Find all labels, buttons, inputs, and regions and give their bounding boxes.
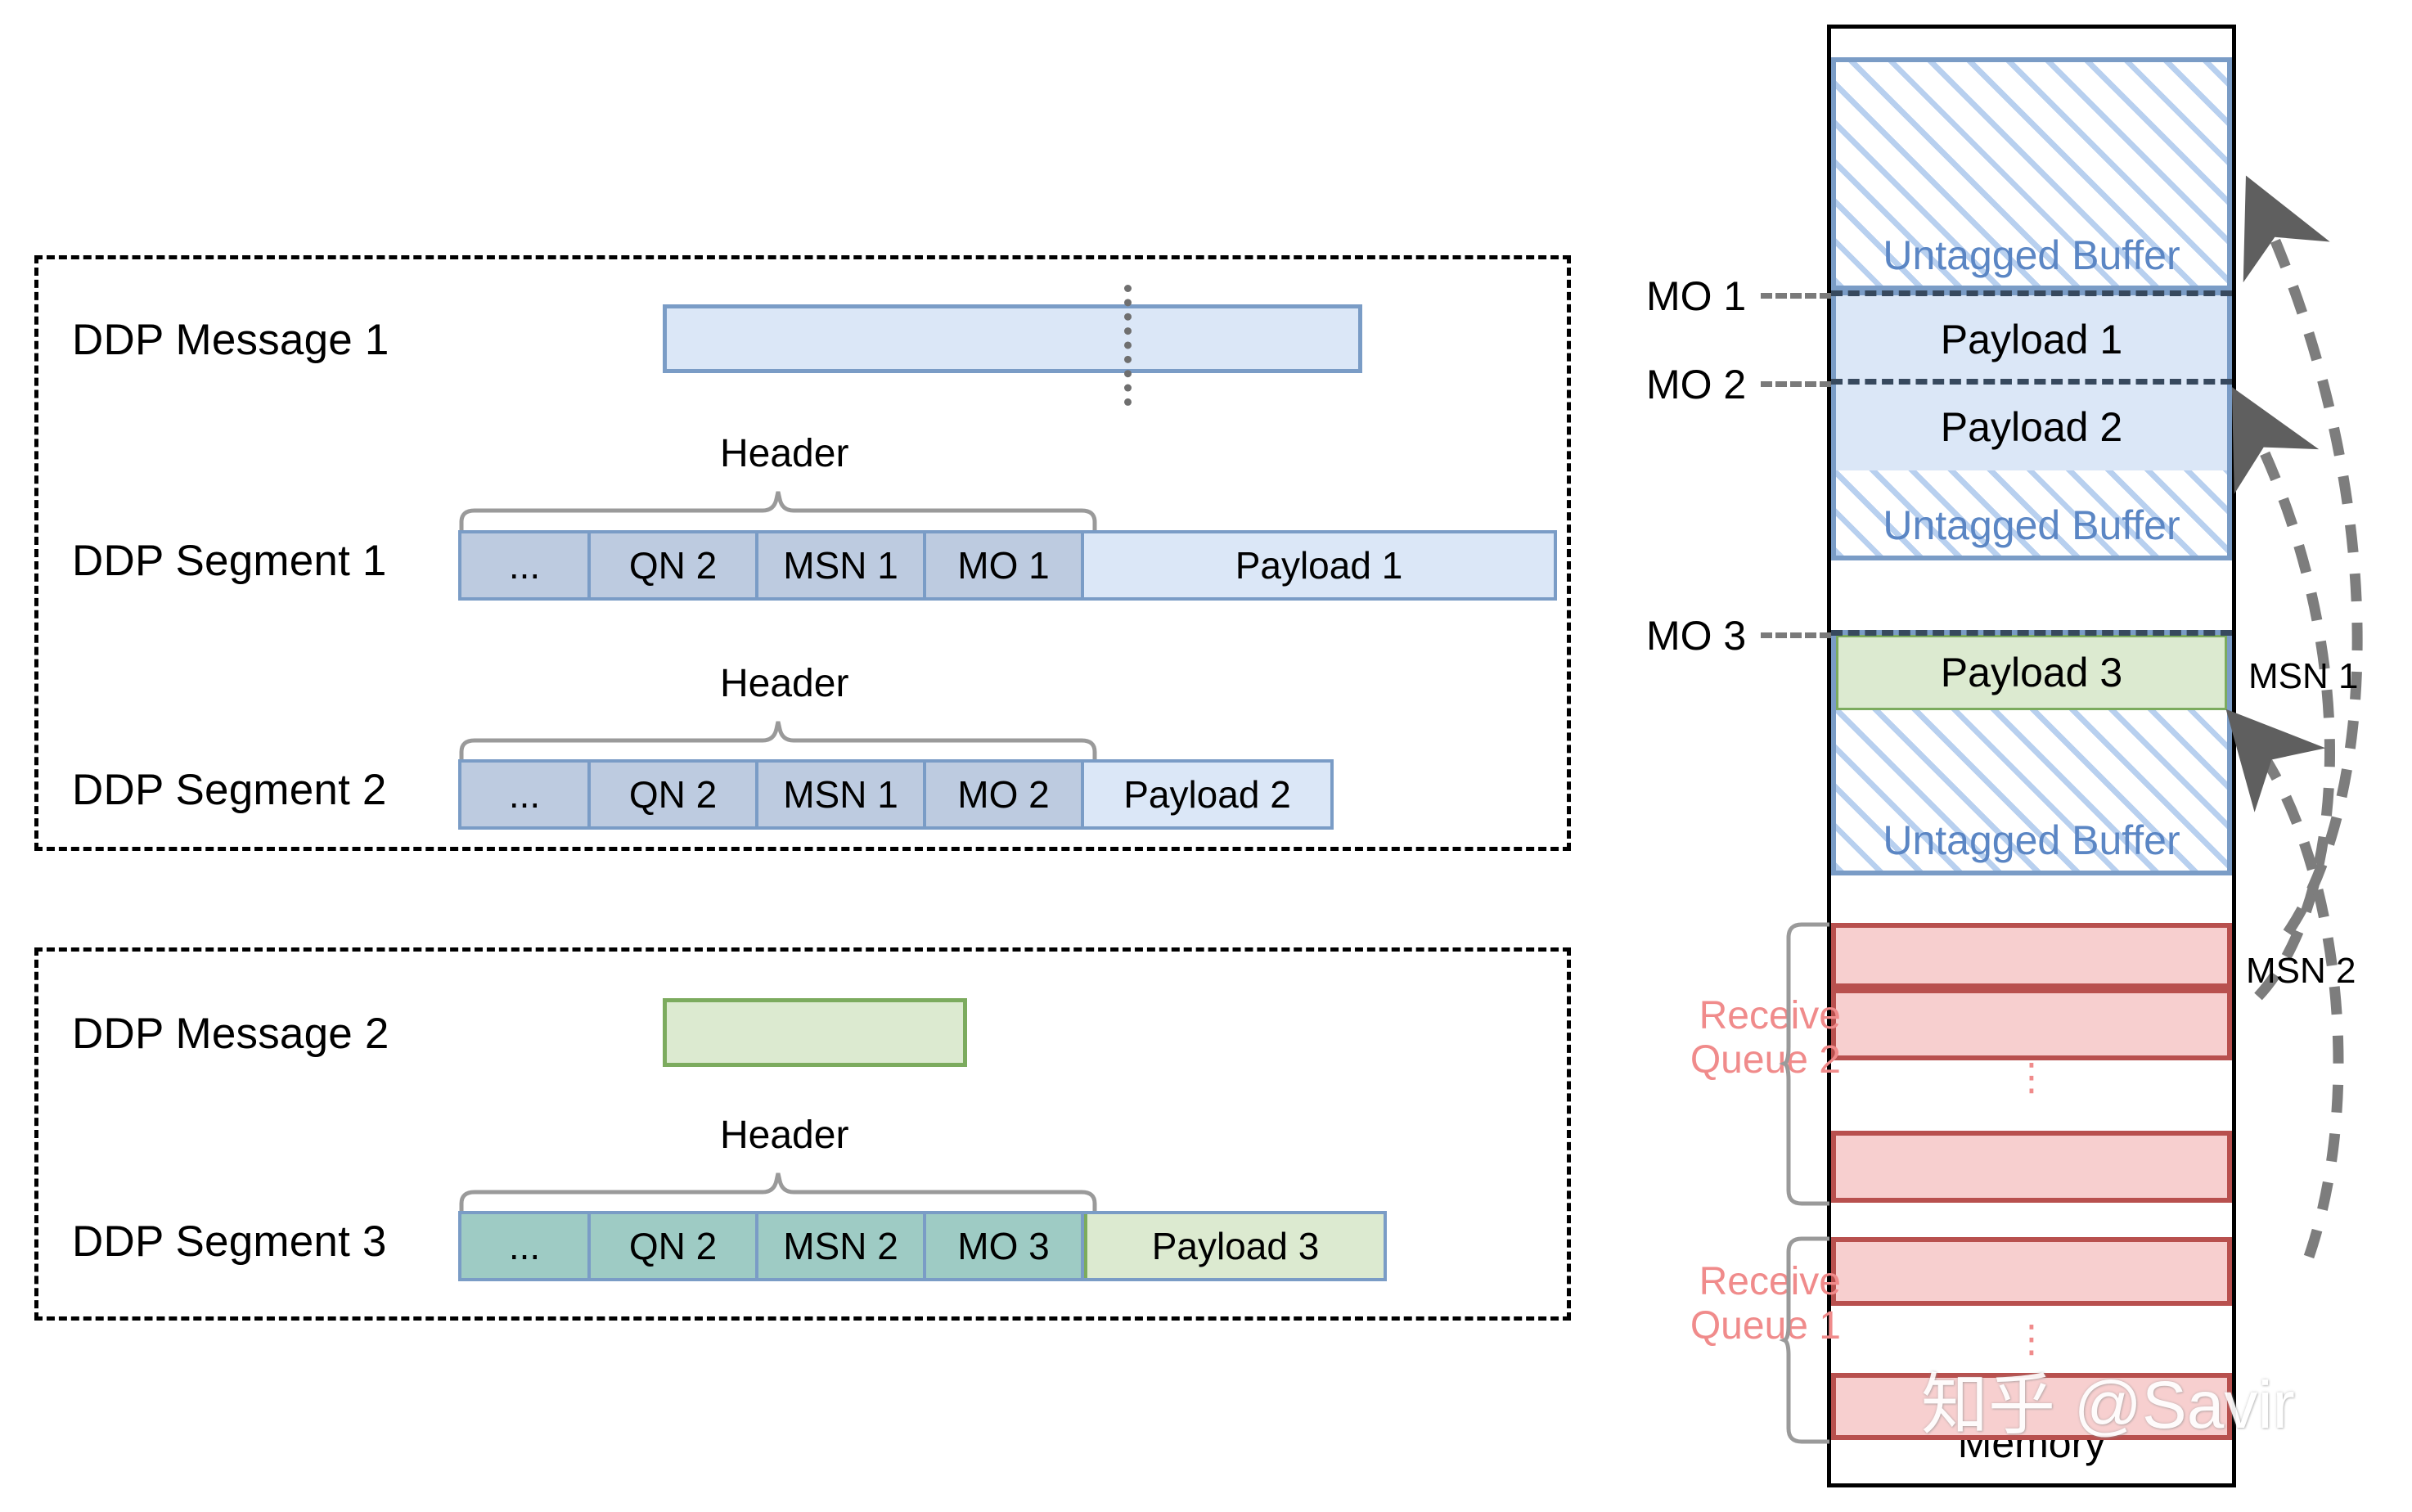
segment-3-cell-3: MO 3	[926, 1214, 1084, 1278]
mo-1-label: MO 1	[1646, 273, 1747, 319]
watermark: 知乎 @Savir	[1921, 1368, 2295, 1442]
ddp-message-2-group-frame	[34, 947, 1571, 1321]
mo-1-lead-line	[1761, 293, 1831, 299]
memory-payload-2: Payload 2	[1836, 384, 2227, 470]
mo-3-divider	[1831, 630, 2232, 636]
mo-3-lead-line	[1761, 632, 1831, 638]
header-brace-1	[459, 491, 1097, 540]
message-split-dots	[1124, 285, 1132, 406]
receive-queue-2-label-line1: Receive	[1699, 994, 1841, 1037]
msn-2-arrow	[2225, 709, 2344, 1259]
header-brace-2	[459, 721, 1097, 770]
buffer-group-1: Payload 1 Payload 2 Untagged Buffer	[1831, 290, 2232, 560]
ddp-message-2-bar	[663, 998, 967, 1067]
segment-3-payload: Payload 3	[1084, 1214, 1384, 1278]
segment-2-cell-3: MO 2	[926, 763, 1084, 826]
receive-queue-1-label-line1: Receive	[1699, 1260, 1841, 1303]
memory-payload-3-label: Payload 3	[1940, 650, 2123, 695]
receive-queue-1-ellipsis: ⋮	[2013, 1317, 2050, 1360]
memory-payload-1-label: Payload 1	[1940, 317, 2123, 362]
msn-2-label: MSN 2	[2246, 951, 2356, 991]
segment-1-cell-1: QN 2	[591, 533, 758, 597]
untagged-buffer-mid-label: Untagged Buffer	[1883, 502, 2180, 548]
mo-1-divider	[1831, 290, 2232, 296]
memory-payload-1: Payload 1	[1836, 295, 2227, 384]
msn-1-arrow-b	[2231, 387, 2335, 1001]
receive-queue-1-entry-1	[1831, 1237, 2232, 1306]
header-brace-label-3: Header	[720, 1114, 849, 1157]
memory-payload-3: Payload 3	[1836, 635, 2227, 710]
ddp-message-1-group-frame	[34, 255, 1571, 851]
segment-2-cell-2: MSN 1	[758, 763, 926, 826]
segment-2-payload: Payload 2	[1084, 763, 1330, 826]
msn-1-label: MSN 1	[2248, 656, 2359, 696]
ddp-segment-2-strip: ... QN 2 MSN 1 MO 2 Payload 2	[458, 759, 1334, 830]
untagged-buffer-top: Untagged Buffer	[1831, 57, 2232, 290]
segment-1-cell-3: MO 1	[926, 533, 1084, 597]
mo-3-label: MO 3	[1646, 613, 1747, 659]
ddp-segment-3-label: DDP Segment 3	[72, 1217, 387, 1266]
header-brace-3	[459, 1172, 1097, 1222]
ddp-segment-2-label: DDP Segment 2	[72, 766, 387, 814]
segment-3-cell-0: ...	[461, 1214, 591, 1278]
ddp-message-2-label: DDP Message 2	[72, 1010, 389, 1058]
receive-queue-2-brace	[1779, 922, 1829, 1206]
mo-2-lead-line	[1761, 381, 1831, 387]
receive-queue-1-label-line2: Queue 1	[1690, 1303, 1841, 1348]
segment-2-cell-0: ...	[461, 763, 591, 826]
segment-3-cell-2: MSN 2	[758, 1214, 926, 1278]
receive-queue-2-label-line2: Queue 2	[1690, 1037, 1841, 1082]
receive-queue-2-entry-1	[1831, 923, 2232, 988]
receive-queue-2-ellipsis: ⋮	[2013, 1055, 2050, 1098]
receive-queue-1-label: Receive Queue 1	[1604, 1260, 1841, 1348]
ddp-message-1-label: DDP Message 1	[72, 316, 389, 364]
ddp-segment-1-label: DDP Segment 1	[72, 537, 387, 585]
memory-payload-2-label: Payload 2	[1940, 404, 2123, 450]
segment-1-cell-0: ...	[461, 533, 591, 597]
ddp-segment-1-strip: ... QN 2 MSN 1 MO 1 Payload 1	[458, 530, 1557, 601]
header-brace-label-2: Header	[720, 662, 849, 705]
receive-queue-2-label: Receive Queue 2	[1604, 994, 1841, 1082]
mo-2-divider	[1831, 379, 2232, 385]
receive-queue-2-entry-2	[1831, 988, 2232, 1060]
segment-1-payload: Payload 1	[1084, 533, 1554, 597]
msn-arrow-layer	[2225, 175, 2363, 1259]
receive-queue-1-brace	[1779, 1236, 1829, 1444]
ddp-message-1-bar	[663, 304, 1362, 373]
receive-queue-1-entry-2	[1831, 1373, 2232, 1440]
header-brace-label-1: Header	[720, 432, 849, 475]
receive-queue-2-entry-3	[1831, 1131, 2232, 1203]
untagged-buffer-bottom-label: Untagged Buffer	[1883, 817, 2180, 863]
segment-2-cell-1: QN 2	[591, 763, 758, 826]
buffer-group-2: Payload 3 Untagged Buffer	[1831, 630, 2232, 875]
ddp-segment-3-strip: ... QN 2 MSN 2 MO 3 Payload 3	[458, 1211, 1387, 1281]
untagged-buffer-top-label: Untagged Buffer	[1883, 232, 2180, 278]
segment-1-cell-2: MSN 1	[758, 533, 926, 597]
mo-2-label: MO 2	[1646, 362, 1747, 407]
segment-3-cell-1: QN 2	[591, 1214, 758, 1278]
